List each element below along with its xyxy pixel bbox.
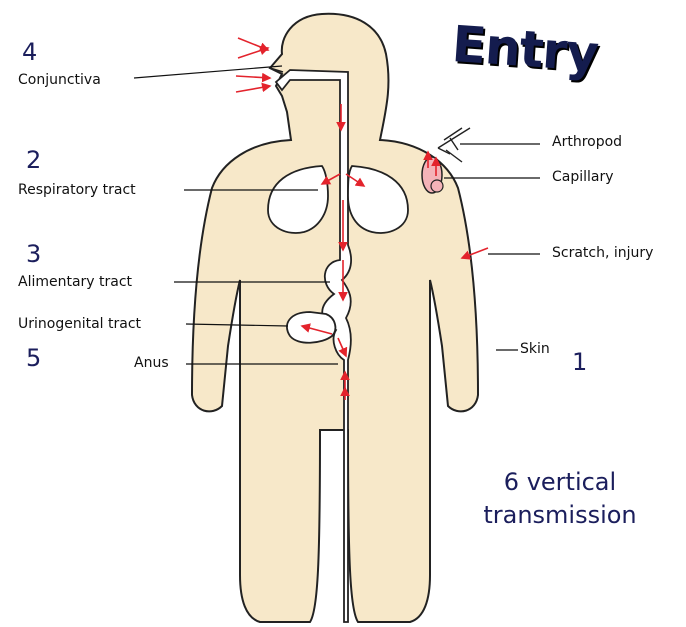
label-scratch-injury: Scratch, injury bbox=[552, 245, 686, 261]
number-alimentary: 3 bbox=[26, 240, 41, 268]
mosquito-icon bbox=[438, 128, 470, 162]
label-capillary: Capillary bbox=[552, 169, 614, 185]
label-respiratory: Respiratory tract bbox=[18, 182, 136, 198]
label-alimentary: Alimentary tract bbox=[18, 274, 132, 290]
label-conjunctiva: Conjunctiva bbox=[18, 72, 101, 88]
vertical-transmission-note: 6 vertical transmission bbox=[460, 466, 660, 532]
note-line-2: transmission bbox=[460, 499, 660, 532]
number-respiratory: 2 bbox=[26, 146, 41, 174]
label-anus: Anus bbox=[134, 355, 169, 371]
label-urinogenital: Urinogenital tract bbox=[18, 316, 141, 332]
page-title: Entry bbox=[450, 15, 600, 83]
number-skin: 1 bbox=[572, 348, 587, 376]
label-arthropod: Arthropod bbox=[552, 134, 622, 150]
number-conjunctiva: 4 bbox=[22, 38, 37, 66]
bladder bbox=[287, 312, 335, 343]
label-skin: Skin bbox=[520, 341, 550, 357]
note-line-1: 6 vertical bbox=[460, 466, 660, 499]
number-urinogenital: 5 bbox=[26, 344, 41, 372]
